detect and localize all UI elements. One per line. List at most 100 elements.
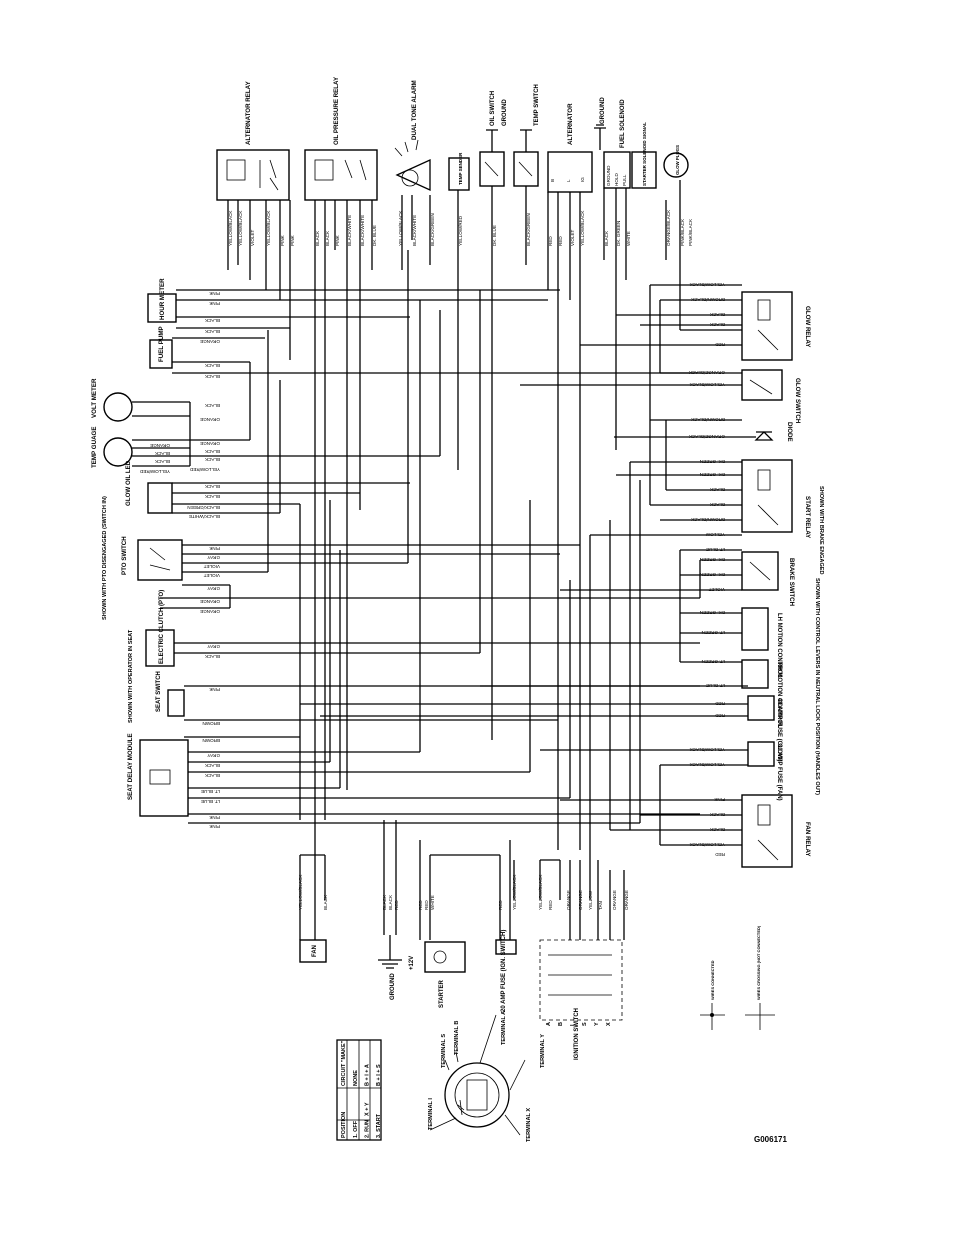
wire-label-top: PINK <box>280 234 285 246</box>
label-temp-gauge: TEMP GUAGE <box>91 427 98 469</box>
wire-label-top: YELLOW/BLACK <box>580 210 585 246</box>
wire-label-right: BROWN/BLACK <box>690 417 725 422</box>
wire-label-top: BLACK <box>604 230 609 246</box>
wire-label-top: YELLOW/BLACK <box>238 210 243 246</box>
wire-label-right: LT. GREEN <box>702 630 725 635</box>
wire-label-left: BROWN <box>202 721 220 726</box>
label-glow-plug: GLOW PLUGS <box>675 145 680 175</box>
wire-label-top: RED <box>548 236 553 246</box>
wire-label-right: DK. GREEN <box>700 472 725 477</box>
wire-label-left: PINK <box>208 815 220 820</box>
alternator-pin: IG <box>580 177 585 182</box>
electric-clutch-box <box>145 629 175 667</box>
wire-label-left: BLACK <box>204 318 220 323</box>
wire-label-right: BLACK <box>709 487 725 492</box>
table-header: CIRCUIT "MAKE" <box>341 1040 347 1086</box>
table-position: 3. START <box>376 1113 382 1138</box>
ignition-column: Y <box>594 1022 600 1026</box>
fuel-solenoid-pin: GROUND <box>606 165 611 186</box>
wire-label-left: GRAY <box>207 555 220 560</box>
label-fuel-pump: FUEL PUMP <box>158 326 165 362</box>
label-oil-pressure-relay: OIL PRESSURE RELAY <box>333 76 340 145</box>
wire-label-left: BROWN <box>202 738 220 743</box>
label-diode: DIODE <box>786 422 793 442</box>
alternator-pin: L <box>566 179 571 182</box>
wire-label-left: PINK <box>208 301 220 306</box>
wire-label-top: DK. BLUE <box>372 225 377 246</box>
wire-label-bottom: RED <box>424 900 429 910</box>
wire-label-top: DK. GREEN <box>616 221 621 246</box>
label-fan: FAN <box>312 945 318 957</box>
ignition-column: X <box>606 1022 612 1026</box>
label-lh-motion: LH MOTION CONTROL <box>776 613 782 678</box>
wire-label-top: PINK <box>290 234 295 246</box>
wire-label-right: YELLOW/BLACK <box>689 762 725 767</box>
wire-label-bottom: YELLOW/BLACK <box>538 874 543 910</box>
label-brake-note: SHOWN WITH BRAKE ENGAGED <box>818 486 824 575</box>
label-start-relay: START RELAY <box>804 496 811 539</box>
fuel-solenoid-pin: PULL <box>622 174 627 186</box>
label-pto-note: SHOWN WITH PTO DISENGAGED (SWITCH IN) <box>102 496 108 620</box>
wire-label-bottom: WHITE <box>430 895 435 910</box>
label-volt-meter: VOLT METER <box>91 378 98 418</box>
wire-label-top: PINK <box>335 234 340 246</box>
label-fan-relay: FAN RELAY <box>804 822 811 857</box>
wire-label-left-mid: YELLOW/RED <box>139 469 170 474</box>
wire-label-bottom: BLACK <box>388 894 393 910</box>
label-temp-switch: TEMP SWITCH <box>534 84 540 126</box>
start-relay-box <box>741 459 793 533</box>
temp-gauge-icon <box>103 437 133 467</box>
starter-box <box>424 941 466 973</box>
label-terminal-i: TERMINAL I <box>428 1098 434 1130</box>
wire-label-left: ORANGE <box>200 417 220 422</box>
wire-labels-layer: YELLOW/BLACK YELLOW/BLACK VIOLET YELLOW/BLA… <box>139 165 725 1026</box>
wire-label-top: DK. BLUE <box>492 225 497 246</box>
diode-icon <box>754 431 774 441</box>
table-header: POSITION <box>341 1112 347 1138</box>
wire-label-left: BLACK <box>204 654 220 659</box>
glow-plug-icon <box>663 152 689 178</box>
wire-label-right: ORANGE/BLACK <box>688 434 725 439</box>
lh-motion-control-box <box>741 607 769 651</box>
table-circuit: B + I + A <box>365 1064 371 1086</box>
wire-label-left: BLACK <box>204 449 220 454</box>
wire-label-bottom: RED <box>394 900 399 910</box>
label-hour-meter: HOUR METER <box>159 278 166 320</box>
label-temp-sender: TEMP SENDER <box>458 152 463 185</box>
label-fuse-20: 20 AMP FUSE (IGN. SWITCH) <box>501 930 507 1012</box>
wire-label-top: YELLOW/RED <box>458 215 463 246</box>
wire-label-bottom: RED <box>418 900 423 910</box>
wire-label-top: YELLOW/BLACK <box>228 210 233 246</box>
wire-label-left-mid: BLACK <box>154 459 170 464</box>
alternator-relay-box <box>216 149 290 201</box>
wire-label-right: BLACK <box>709 312 725 317</box>
wire-label-top: VIOLET <box>570 229 575 246</box>
label-rh-motion: RH MOTION CONTROL <box>776 662 782 728</box>
ignition-column: A <box>546 1022 552 1026</box>
label-wires-crossing: WIRES CROSSING (NOT CONNECTED) <box>756 925 761 1000</box>
label-ground-bottom: GROUND <box>390 973 396 1000</box>
wire-label-right: ORANGE/BLACK <box>688 370 725 375</box>
wire-label-left: VIOLET <box>203 573 220 578</box>
label-ground-top: GROUND <box>502 99 508 126</box>
table-circuit: NONE <box>353 1070 359 1086</box>
table-circuit: B + I + S <box>376 1064 382 1086</box>
wire-label-right: YELLOW/BLACK <box>689 282 725 287</box>
wire-label-bottom: YELLOW/BLACK <box>512 874 517 910</box>
figure-id: G006171 <box>754 1135 787 1144</box>
label-alternator-relay: ALTERNATOR RELAY <box>245 80 252 145</box>
wire-label-bottom: ORANGE <box>578 890 583 910</box>
wire-label-top: BLACK/GREEN <box>430 213 435 246</box>
wire-label-left-mid: ORANGE <box>150 443 170 448</box>
label-ignition-switch: IGNITION SWITCH <box>574 1008 580 1060</box>
wire-label-bottom: YELLOW <box>588 890 593 910</box>
label-seat-switch: SEAT SWITCH <box>156 671 162 712</box>
wire-label-left: GRAY <box>207 753 220 758</box>
wire-label-right: YELLOW/BLACK <box>689 747 725 752</box>
wire-label-top: BLACK <box>315 230 320 246</box>
ignition-column: S <box>582 1022 588 1026</box>
glow-relay-box <box>741 291 793 361</box>
